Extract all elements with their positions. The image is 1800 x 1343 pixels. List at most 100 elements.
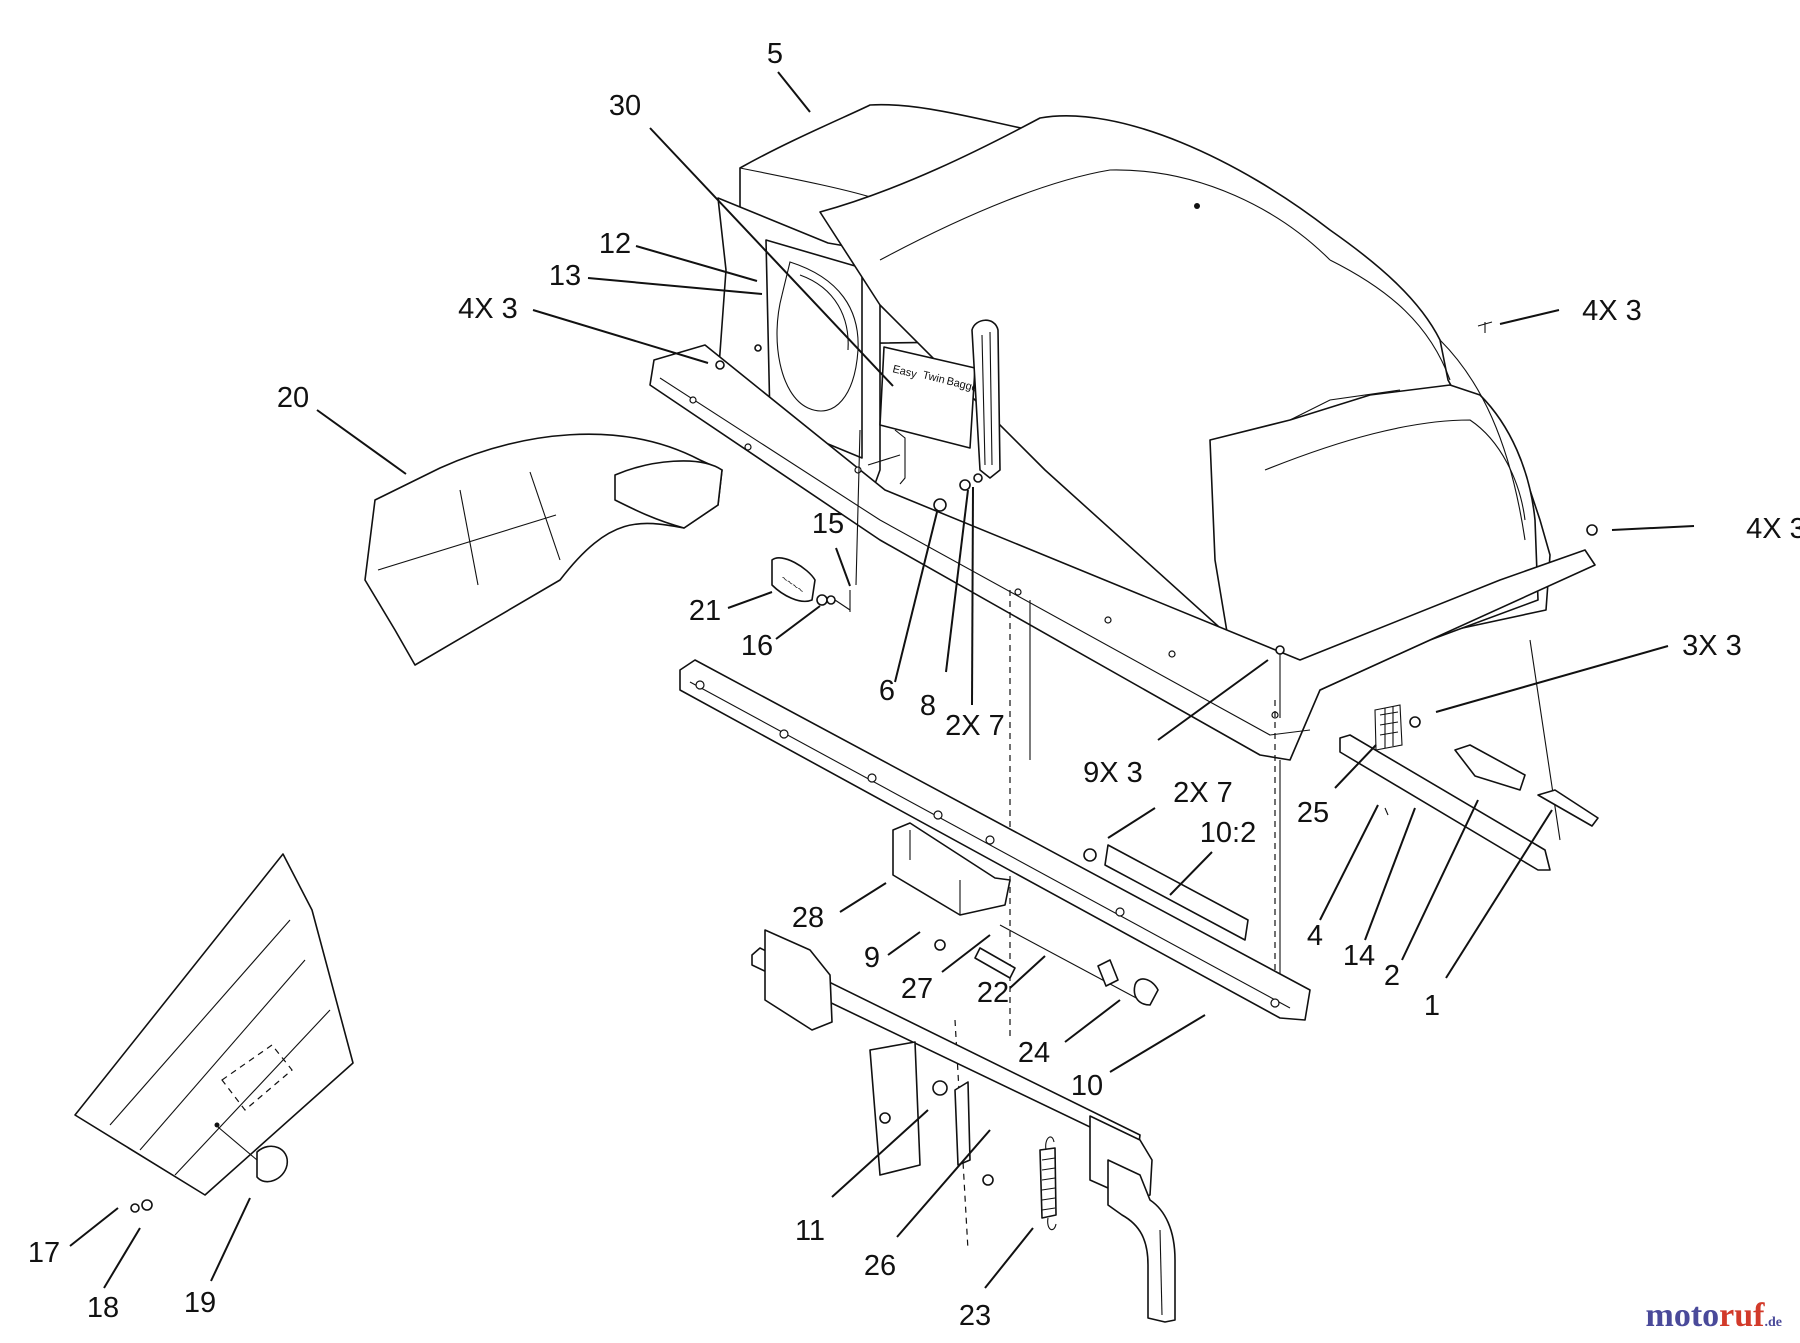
knob-hole xyxy=(214,1122,220,1128)
callout-label-c23: 23 xyxy=(959,1300,991,1332)
hinge-bolt xyxy=(934,939,946,951)
callout-label-c4x3b: 4X 3 xyxy=(1582,295,1642,327)
callout-label-c25: 25 xyxy=(1297,797,1329,829)
bolt-head xyxy=(754,344,762,352)
callout-leader-c28 xyxy=(839,882,887,913)
hood-right-curve xyxy=(1439,339,1526,541)
rail-hole xyxy=(779,729,789,739)
rail-plate xyxy=(1104,844,1249,941)
lift-bolt xyxy=(982,1174,994,1186)
lift-handle xyxy=(1107,1159,1176,1323)
callout-label-c8: 8 xyxy=(920,690,936,722)
callout-label-c28: 28 xyxy=(792,902,824,934)
callout-leader-c4 xyxy=(1319,804,1379,921)
latch-bracket xyxy=(894,429,906,485)
bolt xyxy=(1477,321,1493,333)
screen-mesh xyxy=(1374,704,1403,751)
decal-panel xyxy=(879,346,976,449)
chute-port-opening xyxy=(776,261,859,412)
callout-leader-c19 xyxy=(210,1197,251,1282)
screen-bolt xyxy=(1409,716,1421,728)
callout-label-c15: 15 xyxy=(812,508,844,540)
callout-label-c4: 4 xyxy=(1307,920,1323,952)
bag-label xyxy=(221,1044,293,1111)
bag-knob xyxy=(256,1145,288,1183)
callout-leader-c11 xyxy=(831,1109,929,1198)
watermark-suffix: .de xyxy=(1764,1315,1783,1330)
hood-crease xyxy=(1289,389,1401,421)
knob xyxy=(771,557,816,603)
callout-leader-c16 xyxy=(775,605,821,640)
base-flange xyxy=(649,344,1596,761)
hood-bevel xyxy=(1264,419,1526,521)
callout-label-c17: 17 xyxy=(28,1237,60,1269)
rail-hole xyxy=(985,835,995,845)
bag-washer xyxy=(130,1203,140,1213)
callout-label-c30: 30 xyxy=(609,90,641,122)
callout-leader-c24 xyxy=(1064,999,1121,1043)
callout-label-c14: 14 xyxy=(1343,940,1375,972)
bag-cover-seam xyxy=(109,919,291,1126)
flange-hole xyxy=(854,466,862,474)
callout-leader-c5 xyxy=(777,71,811,113)
rail-hole xyxy=(867,773,877,783)
hood-side-ridge xyxy=(1329,259,1451,381)
callout-label-c19: 19 xyxy=(184,1287,216,1319)
callout-leader-c3x3 xyxy=(1435,645,1669,713)
lift-bolt xyxy=(879,1112,891,1124)
callout-leader-c25 xyxy=(1334,744,1377,789)
callout-label-c16: 16 xyxy=(741,630,773,662)
bag-outline xyxy=(1029,600,1561,1000)
callout-label-c3x3: 3X 3 xyxy=(1682,630,1742,662)
callout-leader-c10 xyxy=(1109,1014,1206,1073)
callout-leader-c9 xyxy=(887,931,921,956)
bolt-head xyxy=(1275,645,1285,655)
small-pin xyxy=(1384,807,1389,816)
bolt-head xyxy=(1586,524,1598,536)
bolt-head xyxy=(933,498,947,512)
bag-cover xyxy=(74,853,354,1196)
callout-label-c5: 5 xyxy=(767,38,783,70)
chute-mouth xyxy=(614,460,723,529)
flange-hole xyxy=(1104,616,1112,624)
callout-label-c24: 24 xyxy=(1018,1037,1050,1069)
latch-rail xyxy=(1339,734,1551,871)
callout-label-c2x7a: 2X 7 xyxy=(945,710,1005,742)
bag-screw xyxy=(141,1199,153,1211)
callout-label-c10: 10 xyxy=(1071,1070,1103,1102)
rail-hole xyxy=(933,810,943,820)
callout-label-c6: 6 xyxy=(879,675,895,707)
washer xyxy=(973,473,983,483)
callout-leader-c23 xyxy=(984,1227,1034,1289)
callout-leader-c30 xyxy=(649,127,894,387)
callout-leader-c8 xyxy=(945,489,969,673)
callout-leader-c21 xyxy=(727,591,773,609)
hinge-pin xyxy=(974,947,1016,979)
watermark-part1: moto xyxy=(1645,1297,1720,1334)
hinge-bracket xyxy=(892,822,1011,916)
base-flange-edge xyxy=(659,377,1311,736)
callout-label-c2x7b: 2X 7 xyxy=(1173,777,1233,809)
decal-text: Easy xyxy=(891,363,918,381)
callout-label-c20: 20 xyxy=(277,382,309,414)
callout-label-c11: 11 xyxy=(795,1215,825,1247)
flange-hole xyxy=(689,396,697,404)
callout-leader-c2 xyxy=(1401,799,1479,961)
callout-label-c26: 26 xyxy=(864,1250,896,1282)
screw xyxy=(867,454,901,466)
watermark-logo: motoruf.de xyxy=(1646,1297,1782,1335)
bolt-head xyxy=(715,360,725,370)
spring xyxy=(1039,1147,1057,1219)
callout-label-c4x3a: 4X 3 xyxy=(458,293,518,325)
callout-leader-c26 xyxy=(896,1129,991,1238)
callout-leader-c4x3b xyxy=(1499,309,1560,325)
callout-leader-c13 xyxy=(587,277,763,295)
bag-cover-seam xyxy=(139,959,306,1151)
spring-coils xyxy=(1041,1157,1056,1211)
spring-hook xyxy=(1045,1136,1057,1231)
mount-rail xyxy=(679,659,1311,1021)
chute-rib xyxy=(459,471,561,586)
lift-bracket-left xyxy=(764,929,833,1031)
latch-handle-inner xyxy=(981,331,993,466)
